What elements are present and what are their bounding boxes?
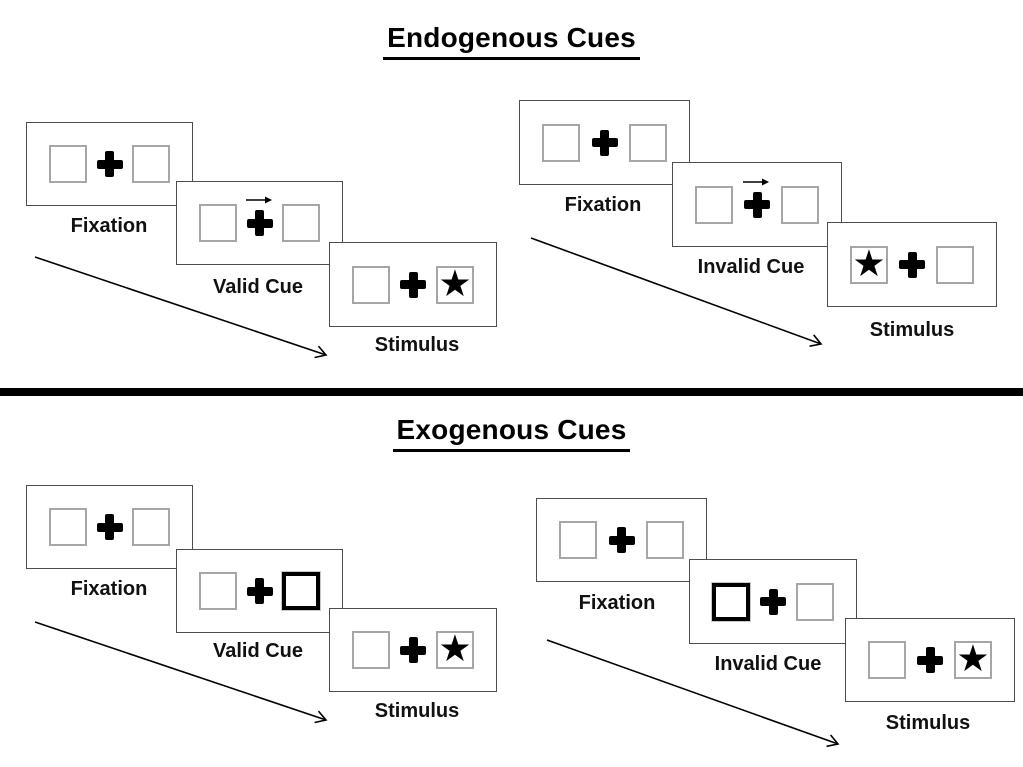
left-placeholder-box [352,631,390,669]
endogenous-section-header: Endogenous Cues [0,22,1023,60]
endo-valid-timeline-arrow [34,256,328,359]
fixation-cross-icon [917,647,943,673]
endo-invalid-timeline-arrow [530,237,823,347]
target-star-icon: ★ [438,261,472,305]
panel-label: Valid Cue [212,640,304,662]
endo-invalid-stimulus-panel: ★ [827,222,997,307]
endo-invalid-cue-panel [672,162,842,247]
left-placeholder-box [199,204,237,242]
fixation-cross-icon [96,151,123,177]
fixation-cross-icon [744,191,770,218]
right-placeholder-box [132,508,170,546]
right-placeholder-box [646,521,684,559]
target-star-icon: ★ [956,637,990,680]
panel-label: Stimulus [885,712,971,734]
left-placeholder-box [559,521,597,559]
exo-valid-stimulus-panel: ★ [329,608,497,692]
endo-invalid-fixation-panel [519,100,690,185]
left-placeholder-box [868,641,906,679]
exo-valid-cue-panel [176,549,343,633]
left-placeholder-box [49,508,87,546]
left-placeholder-box [199,572,237,610]
panel-label: Stimulus [869,319,955,341]
fixation-cross-icon [246,578,273,604]
left-placeholder-box [49,145,87,183]
fixation-cross-icon [760,588,786,615]
endo-valid-fixation-panel [26,122,193,206]
exo-valid-timeline-arrow [34,621,328,724]
fixation-cross-icon [591,129,618,156]
endo-valid-cue-panel [176,181,343,265]
panel-label: Stimulus [374,700,460,722]
right-placeholder-box [936,245,974,284]
panel-label: Fixation [70,215,148,237]
fixation-cross-icon [899,251,925,278]
right-placeholder-box [796,582,834,621]
exogenous-title: Exogenous Cues [392,414,631,452]
fixation-cross-icon [400,271,426,298]
target-star-icon: ★ [438,627,472,670]
left-placeholder-box [542,123,580,162]
exo-invalid-cue-panel [689,559,857,644]
panel-label: Invalid Cue [697,256,805,278]
target-star-icon: ★ [852,241,886,285]
panel-label: Fixation [564,194,642,216]
exo-valid-fixation-panel [26,485,193,569]
left-target-box: ★ [850,241,888,285]
fixation-cross-icon [400,637,426,663]
right-placeholder-box [132,145,170,183]
endogenous-title: Endogenous Cues [383,22,640,60]
panel-label: Stimulus [374,334,460,356]
panel-label: Fixation [578,592,656,614]
left-placeholder-box [695,185,733,224]
right-target-box: ★ [436,261,474,305]
left-placeholder-box [352,265,390,304]
fixation-cross-icon [246,210,273,236]
right-target-box: ★ [436,627,474,670]
panel-label: Fixation [70,578,148,600]
exo-invalid-timeline-arrow [546,639,840,748]
right-placeholder-box [781,185,819,224]
right-arrow-cue-icon [245,196,272,204]
section-divider [0,388,1023,396]
right-target-box: ★ [954,637,992,680]
fixation-cross-icon [608,527,635,553]
exogenous-section-header: Exogenous Cues [0,414,1023,452]
left-bold-cue-box [711,581,751,622]
right-placeholder-box [629,123,667,162]
panel-label: Valid Cue [212,276,304,298]
exo-invalid-stimulus-panel: ★ [845,618,1015,702]
exo-invalid-fixation-panel [536,498,707,582]
right-bold-cue-box [281,571,321,611]
right-placeholder-box [282,204,320,242]
panel-label: Invalid Cue [714,653,822,675]
right-arrow-cue-icon [743,178,769,185]
endo-valid-stimulus-panel: ★ [329,242,497,327]
fixation-cross-icon [96,514,123,540]
